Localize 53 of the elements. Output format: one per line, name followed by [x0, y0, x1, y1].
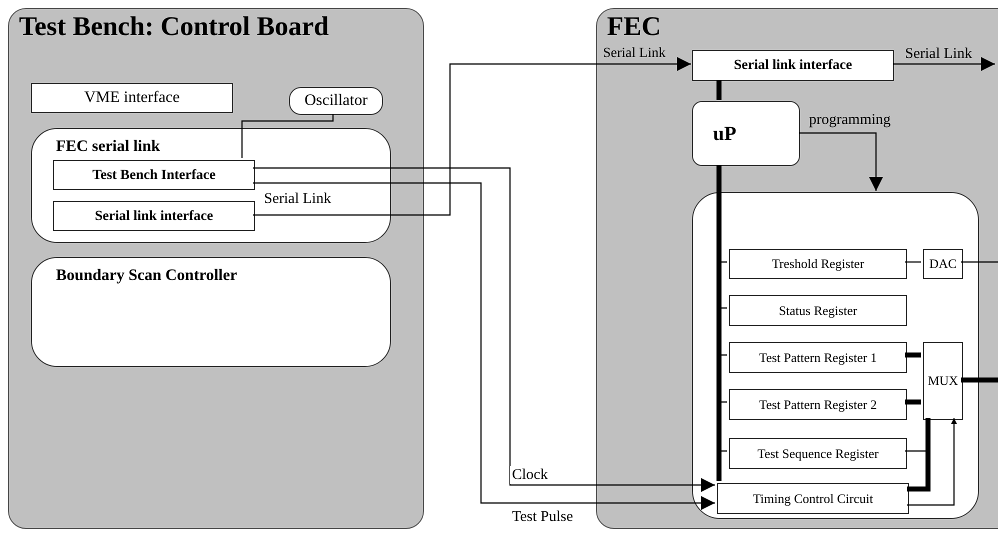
edge-label: programming: [807, 111, 893, 129]
node-label: Boundary Scan Controller: [56, 266, 238, 286]
arrow: [893, 57, 995, 71]
process-box: [31, 83, 233, 113]
node-label: Test Pattern Register 1: [759, 348, 877, 367]
oscillator-box: [289, 87, 383, 115]
connector-line: [905, 352, 921, 358]
register-box: [729, 438, 907, 469]
node-label: Serial link interface: [734, 57, 852, 75]
connector-line: [905, 261, 921, 263]
node-label: FEC serial link: [56, 137, 160, 157]
node-label: MUX: [928, 372, 958, 390]
process-box: [692, 50, 894, 81]
connector-line: [716, 165, 722, 481]
node-label: Test Sequence Register: [757, 444, 879, 463]
register-box: [729, 389, 907, 420]
processor-box: [692, 101, 800, 166]
node-label: Test Bench: Control Board: [19, 10, 329, 43]
node-label: Serial link interface: [94, 208, 214, 226]
arrow: [907, 418, 957, 506]
connector-line: [905, 400, 921, 404]
node-label: Timing Control Circuit: [752, 490, 874, 508]
node-label: Status Register: [778, 302, 858, 320]
process-box: [53, 201, 255, 231]
arrow: [799, 132, 883, 191]
node-label: Treshold Register: [772, 255, 864, 274]
edge-label: Clock: [510, 466, 550, 484]
connector-line: [961, 261, 998, 263]
node-label: FEC: [607, 10, 661, 43]
module-box: [31, 257, 391, 367]
empty-box: [692, 192, 979, 519]
board-panel: [596, 8, 998, 529]
node-label: Test Bench Interface: [92, 166, 216, 184]
signal-label: Serial Link: [603, 45, 666, 63]
node-label: Test Pattern Register 2: [759, 396, 877, 414]
register-box: [729, 342, 907, 373]
node-label: VME interface: [84, 88, 180, 108]
register-box: [717, 483, 909, 514]
register-box: [729, 295, 907, 326]
register-box: [923, 342, 963, 420]
connector-line: [961, 378, 998, 382]
board-panel: [8, 8, 424, 529]
node-label: DAC: [929, 255, 957, 274]
module-box: [31, 128, 391, 243]
connector-line: [907, 418, 930, 492]
connector-line: [716, 80, 722, 100]
node-label: Oscillator: [304, 91, 368, 111]
process-box: [53, 160, 255, 190]
node-label: uP: [713, 122, 736, 146]
register-box: [729, 249, 907, 279]
register-box: [923, 249, 963, 279]
arrow: [253, 57, 691, 216]
connector-line: [241, 114, 334, 158]
